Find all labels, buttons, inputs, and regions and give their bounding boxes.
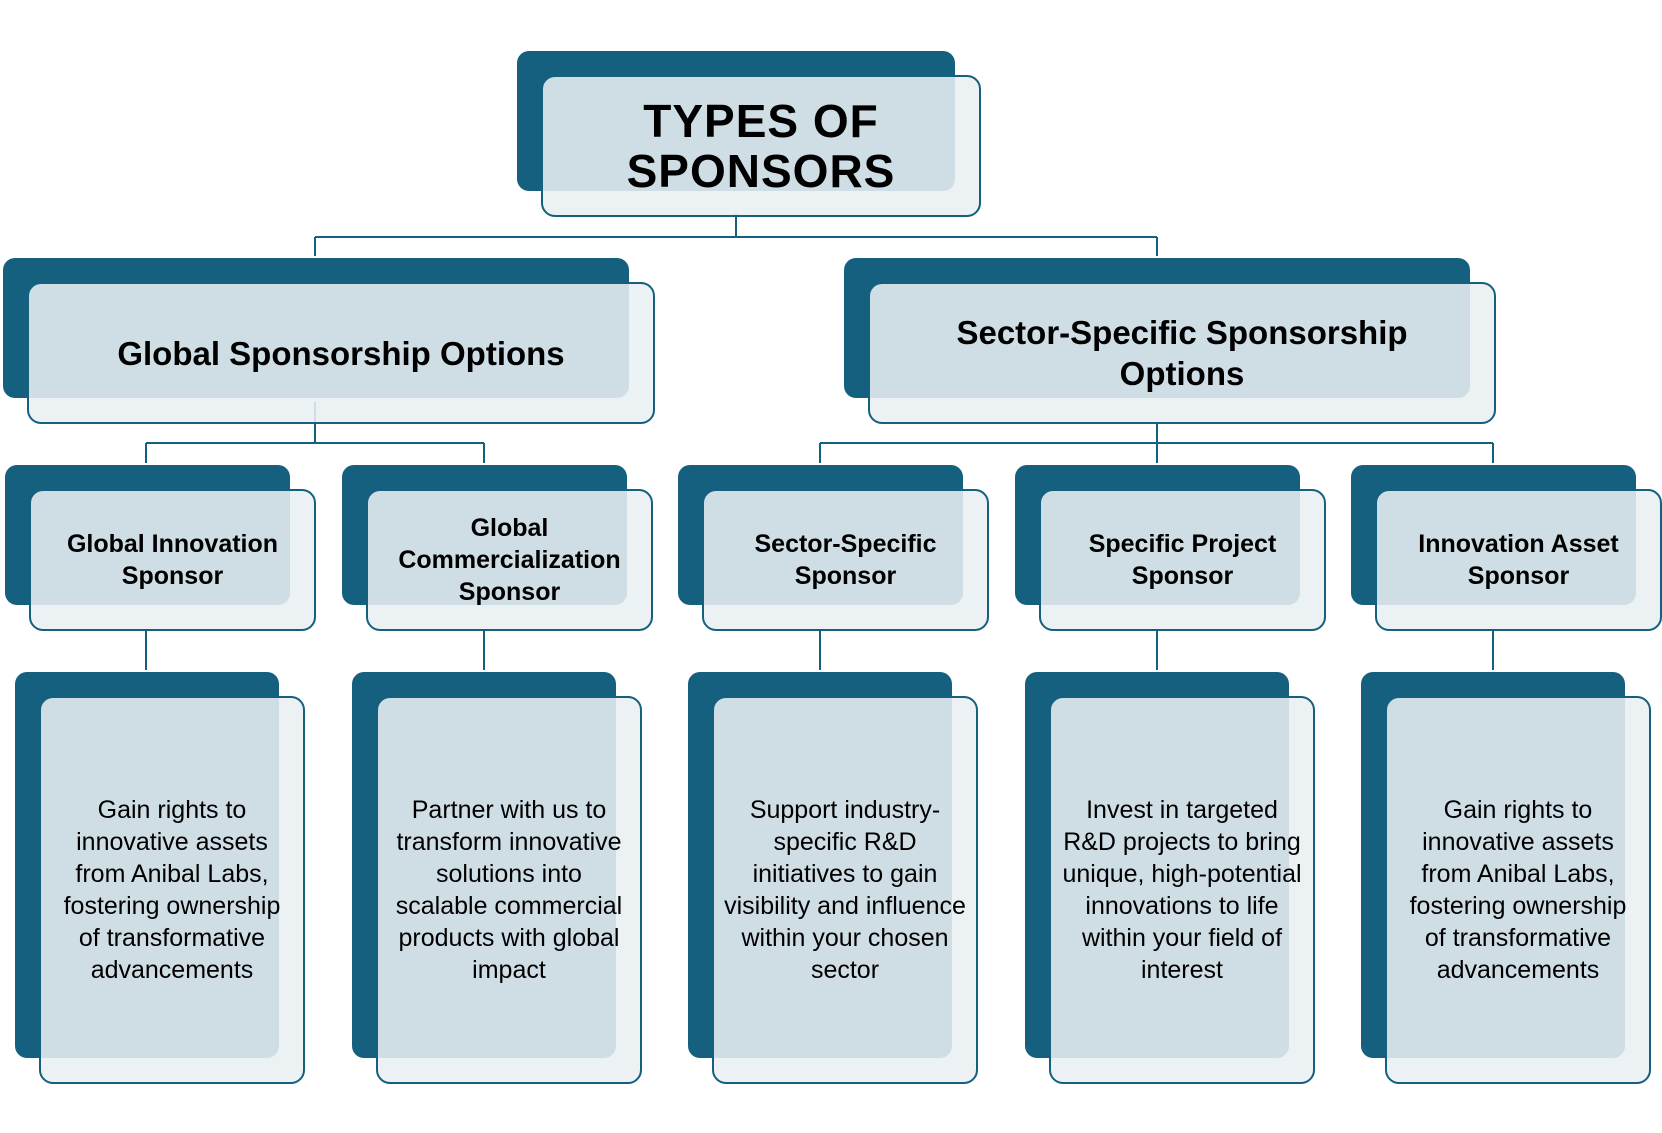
description-global-commercialization-box: Partner with us to transform innovative … (376, 696, 642, 1084)
category-global-box: Global Sponsorship Options (27, 282, 655, 424)
description-global-innovation-box: Gain rights to innovative assets from An… (39, 696, 305, 1084)
category-global-node: Global Sponsorship Options (3, 258, 655, 424)
description-global-innovation-node: Gain rights to innovative assets from An… (15, 672, 305, 1084)
description-specific-project-box: Invest in targeted R&D projects to bring… (1049, 696, 1315, 1084)
description-innovation-asset-text: Gain rights to innovative assets from An… (1409, 796, 1627, 984)
sponsor-global-commercialization-label: Global Commercialization Sponsor (398, 514, 621, 606)
diagram-title: TYPES OF SPONSORS (626, 95, 896, 197)
sponsor-innovation-asset-node: Innovation Asset Sponsor (1351, 465, 1662, 631)
category-sector-label: Sector-Specific Sponsorship Options (956, 314, 1408, 392)
category-global-label: Global Sponsorship Options (117, 334, 565, 372)
sponsor-global-innovation-box: Global Innovation Sponsor (29, 489, 316, 631)
sponsor-innovation-asset-label: Innovation Asset Sponsor (1418, 530, 1619, 590)
sponsor-sector-specific-box: Sector-Specific Sponsor (702, 489, 989, 631)
sponsor-specific-project-label: Specific Project Sponsor (1088, 530, 1277, 590)
category-sector-box: Sector-Specific Sponsorship Options (868, 282, 1496, 424)
sponsor-specific-project-node: Specific Project Sponsor (1015, 465, 1326, 631)
sponsor-innovation-asset-box: Innovation Asset Sponsor (1375, 489, 1662, 631)
sponsor-global-innovation-node: Global Innovation Sponsor (5, 465, 316, 631)
description-specific-project-node: Invest in targeted R&D projects to bring… (1025, 672, 1315, 1084)
sponsor-global-commercialization-node: Global Commercialization Sponsor (342, 465, 653, 631)
sponsor-sector-specific-label: Sector-Specific Sponsor (754, 530, 937, 590)
root-node: TYPES OF SPONSORS (517, 51, 981, 217)
sponsor-global-innovation-label: Global Innovation Sponsor (66, 530, 279, 590)
description-global-commercialization-text: Partner with us to transform innovative … (395, 796, 623, 984)
description-sector-specific-node: Support industry-specific R&D initiative… (688, 672, 978, 1084)
description-specific-project-text: Invest in targeted R&D projects to bring… (1062, 796, 1302, 984)
description-sector-specific-box: Support industry-specific R&D initiative… (712, 696, 978, 1084)
description-sector-specific-text: Support industry-specific R&D initiative… (724, 796, 966, 984)
sponsor-global-commercialization-box: Global Commercialization Sponsor (366, 489, 653, 631)
description-innovation-asset-node: Gain rights to innovative assets from An… (1361, 672, 1651, 1084)
description-global-innovation-text: Gain rights to innovative assets from An… (63, 796, 281, 984)
sponsor-specific-project-box: Specific Project Sponsor (1039, 489, 1326, 631)
category-sector-node: Sector-Specific Sponsorship Options (844, 258, 1496, 424)
root-node-box: TYPES OF SPONSORS (541, 75, 981, 217)
description-global-commercialization-node: Partner with us to transform innovative … (352, 672, 642, 1084)
description-innovation-asset-box: Gain rights to innovative assets from An… (1385, 696, 1651, 1084)
sponsor-sector-specific-node: Sector-Specific Sponsor (678, 465, 989, 631)
